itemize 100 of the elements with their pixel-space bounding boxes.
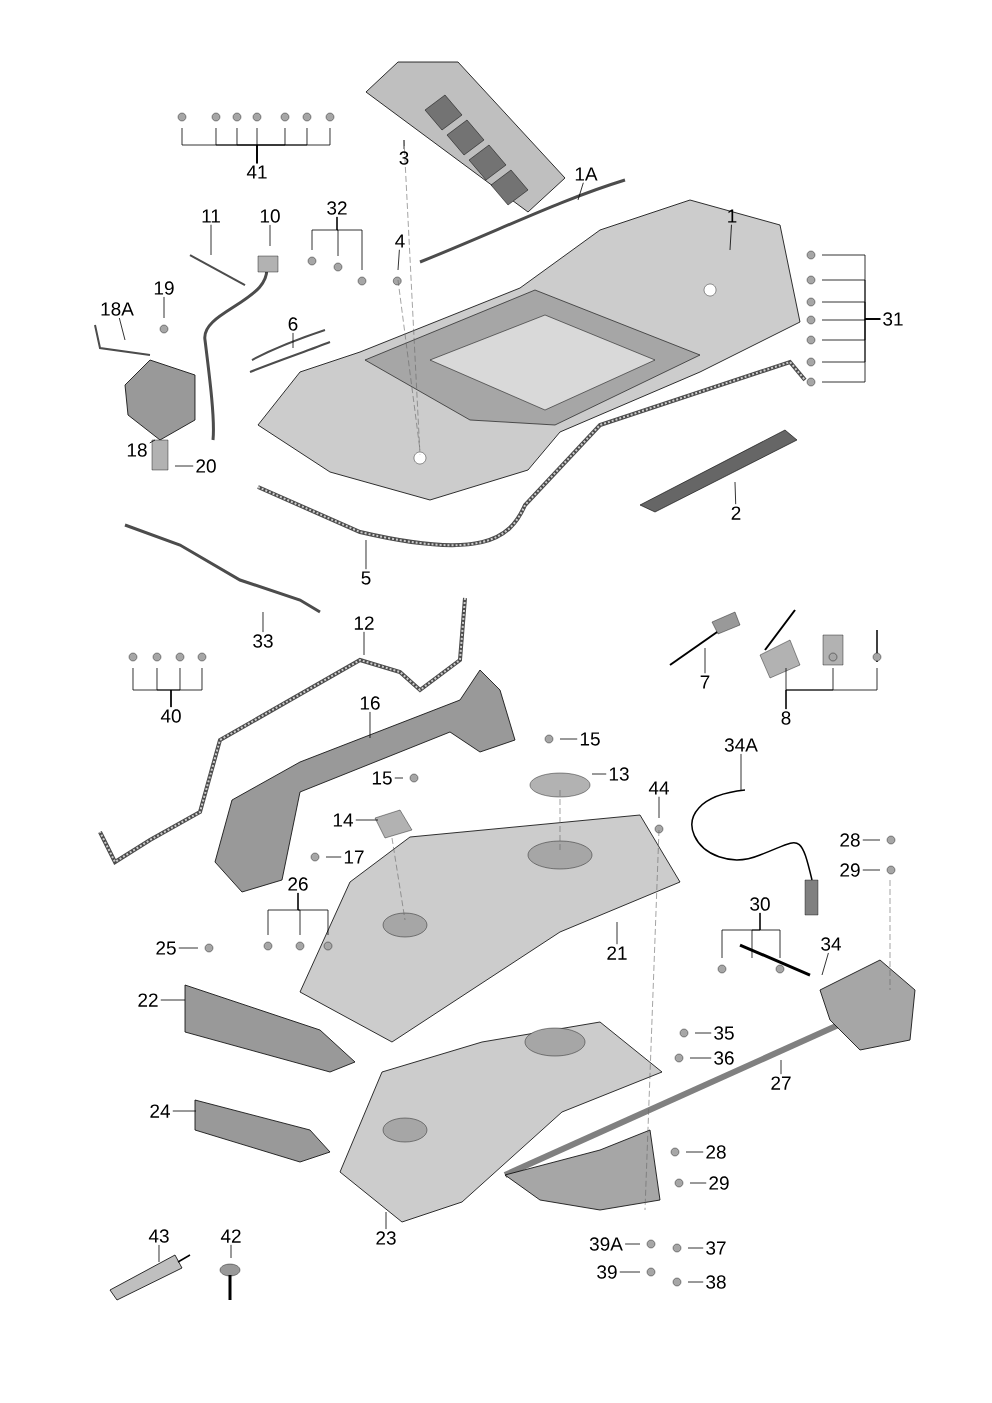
leader-line bbox=[559, 738, 578, 740]
leader-line bbox=[685, 1151, 704, 1153]
leader-line bbox=[178, 947, 199, 949]
callout-number: 31 bbox=[883, 312, 903, 326]
leader-line bbox=[689, 1182, 707, 1184]
leader-line bbox=[363, 631, 365, 656]
leader-line bbox=[729, 224, 732, 251]
callout-number: 15 bbox=[580, 732, 600, 746]
leader-line bbox=[862, 869, 881, 871]
leader-line bbox=[734, 481, 737, 505]
leader-line bbox=[624, 1243, 641, 1245]
leader-line bbox=[158, 1244, 160, 1263]
callout-number: 32 bbox=[327, 201, 347, 215]
leader-line bbox=[160, 999, 186, 1001]
callout-number: 3 bbox=[399, 151, 409, 165]
callout-number: 5 bbox=[361, 571, 371, 585]
callout-number: 19 bbox=[154, 281, 174, 295]
callout-number: 35 bbox=[714, 1026, 734, 1040]
leader-line bbox=[759, 912, 781, 959]
leader-line bbox=[394, 777, 404, 779]
leader-line bbox=[821, 318, 881, 383]
callout-number: 39 bbox=[597, 1265, 617, 1279]
callout-number: 18 bbox=[127, 443, 147, 457]
leader-line bbox=[365, 539, 367, 570]
callout-number: 10 bbox=[260, 209, 280, 223]
callout-number: 42 bbox=[220, 1229, 241, 1243]
callout-number: 30 bbox=[750, 897, 770, 911]
callout-number: 13 bbox=[609, 767, 629, 781]
callout-number: 29 bbox=[709, 1176, 729, 1190]
leader-line bbox=[619, 1271, 641, 1273]
callout-number: 28 bbox=[706, 1145, 726, 1159]
leader-line bbox=[369, 711, 371, 739]
leader-line bbox=[704, 647, 706, 674]
callout-number: 2 bbox=[731, 506, 741, 520]
leader-line bbox=[149, 439, 156, 444]
leader-line bbox=[297, 892, 329, 936]
callout-number: 15 bbox=[372, 771, 392, 785]
leader-line bbox=[785, 667, 878, 710]
callout-number: 21 bbox=[607, 946, 627, 960]
callout-number: 12 bbox=[354, 616, 374, 630]
leader-line bbox=[325, 856, 342, 858]
leader-line bbox=[355, 819, 379, 821]
leader-line bbox=[336, 216, 363, 271]
callout-number: 4 bbox=[395, 234, 405, 248]
callout-number: 23 bbox=[376, 1231, 396, 1245]
callout-number: 11 bbox=[202, 209, 220, 223]
leader-line bbox=[577, 182, 584, 201]
callout-number: 33 bbox=[253, 634, 273, 648]
leader-line bbox=[780, 1059, 782, 1075]
leader-line bbox=[292, 332, 294, 349]
leader-line bbox=[821, 952, 829, 976]
callout-number: 27 bbox=[771, 1076, 791, 1090]
callout-number: 41 bbox=[246, 165, 267, 179]
leader-line bbox=[118, 317, 126, 341]
leader-line bbox=[591, 773, 607, 775]
callout-number: 17 bbox=[344, 850, 364, 864]
callout-number: 8 bbox=[781, 711, 791, 725]
callout-number: 37 bbox=[706, 1241, 726, 1255]
callout-number: 43 bbox=[148, 1229, 169, 1243]
callout-number: 20 bbox=[196, 459, 216, 473]
leader-line bbox=[740, 753, 742, 791]
leader-line bbox=[230, 1244, 232, 1259]
callout-number: 1 bbox=[728, 209, 737, 223]
callout-number: 39A bbox=[589, 1237, 623, 1251]
callout-number: 28 bbox=[840, 833, 860, 847]
leader-line bbox=[170, 667, 203, 708]
callout-number: 7 bbox=[700, 675, 710, 689]
leader-line bbox=[262, 611, 264, 633]
callout-number: 14 bbox=[333, 813, 353, 827]
leader-line bbox=[256, 127, 331, 164]
leader-line bbox=[172, 1110, 197, 1112]
leader-line bbox=[210, 224, 212, 256]
leader-line bbox=[174, 465, 194, 467]
leader-line bbox=[694, 1032, 712, 1034]
callout-number: 1A bbox=[575, 167, 598, 181]
leader-line bbox=[397, 249, 400, 271]
leader-line bbox=[269, 224, 271, 247]
callout-number: 25 bbox=[156, 941, 176, 955]
leader-line bbox=[163, 296, 165, 319]
callout-number: 29 bbox=[840, 863, 860, 877]
leader-line bbox=[385, 1211, 387, 1230]
leader-line bbox=[862, 839, 881, 841]
leader-line bbox=[658, 796, 660, 819]
callout-number: 16 bbox=[360, 696, 380, 710]
callout-number: 26 bbox=[288, 877, 308, 891]
leader-line bbox=[403, 139, 405, 150]
callout-number: 44 bbox=[648, 781, 669, 795]
callout-number: 40 bbox=[160, 709, 181, 723]
callout-number: 24 bbox=[150, 1104, 170, 1118]
callout-number: 38 bbox=[706, 1275, 726, 1289]
leader-line bbox=[687, 1247, 704, 1249]
leader-line bbox=[689, 1057, 712, 1059]
leader-line bbox=[616, 921, 618, 945]
callout-number: 18A bbox=[101, 302, 134, 316]
callout-number: 34A bbox=[724, 738, 758, 752]
callout-number: 34 bbox=[821, 937, 841, 951]
callout-number: 36 bbox=[714, 1051, 734, 1065]
callout-number: 22 bbox=[138, 993, 158, 1007]
callout-number: 6 bbox=[288, 317, 298, 331]
leader-line bbox=[687, 1281, 704, 1283]
